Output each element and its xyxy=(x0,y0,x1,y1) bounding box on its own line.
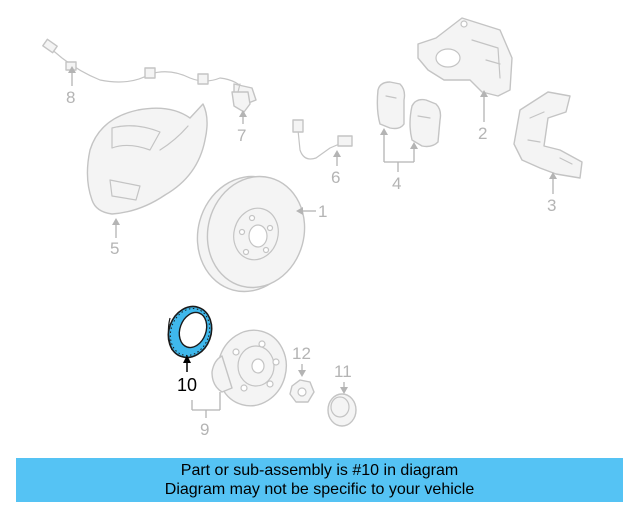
callout-3: 3 xyxy=(547,196,556,215)
part-3-caliper-bracket[interactable] xyxy=(513,91,583,179)
part-4-brake-pads[interactable] xyxy=(376,81,442,148)
callout-1: 1 xyxy=(318,202,327,221)
callout-10[interactable]: 10 xyxy=(177,375,197,395)
banner-line-2: Diagram may not be specific to your vehi… xyxy=(164,481,475,498)
callout-6: 6 xyxy=(331,168,340,187)
part-12-hub-nut[interactable] xyxy=(289,379,315,403)
callout-4: 4 xyxy=(392,174,401,193)
part-2-caliper[interactable] xyxy=(417,17,513,97)
callout-labels: 1 2 3 4 5 6 7 8 9 11 12 10 xyxy=(66,88,556,439)
part-1-brake-rotor[interactable] xyxy=(185,165,317,303)
callout-2: 2 xyxy=(478,124,487,143)
part-10-abs-tone-ring[interactable] xyxy=(161,300,218,363)
part-6-brake-hose[interactable] xyxy=(292,119,353,160)
callout-11: 11 xyxy=(334,362,352,381)
leader-lines xyxy=(68,66,557,418)
part-5-splash-shield[interactable] xyxy=(86,103,208,215)
part-9-wheel-hub[interactable] xyxy=(209,322,294,413)
callout-9: 9 xyxy=(200,420,209,439)
callout-8: 8 xyxy=(66,88,75,107)
part-7-abs-sensor[interactable] xyxy=(231,83,251,113)
banner-line-1: Part or sub-assembly is #10 in diagram xyxy=(180,462,459,479)
callout-7: 7 xyxy=(237,126,246,145)
info-banner: Part or sub-assembly is #10 in diagram D… xyxy=(16,458,623,502)
callout-12: 12 xyxy=(292,344,311,363)
callout-5: 5 xyxy=(110,239,119,258)
part-11-dust-cap[interactable] xyxy=(327,393,357,427)
